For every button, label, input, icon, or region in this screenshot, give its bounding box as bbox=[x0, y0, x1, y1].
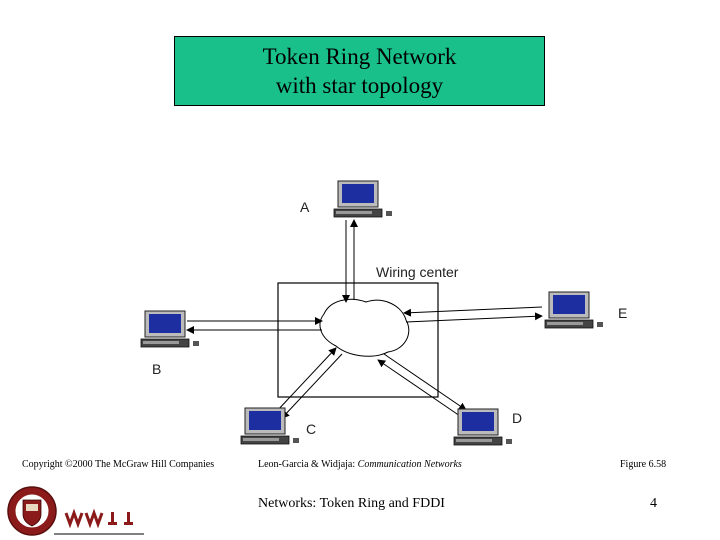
computer-b-icon bbox=[140, 310, 200, 348]
computer-a-icon bbox=[333, 180, 393, 218]
citation-authors: Leon-Garcia & Widjaja: bbox=[258, 459, 358, 470]
node-label-d: D bbox=[512, 410, 522, 426]
figure-number: Figure 6.58 bbox=[620, 459, 667, 470]
node-label-e: E bbox=[618, 305, 627, 321]
computer-e-icon bbox=[544, 291, 604, 329]
node-label-b: B bbox=[152, 361, 161, 377]
citation-book: Communication Networks bbox=[357, 459, 462, 470]
slide-title-line1: Token Ring Network bbox=[262, 44, 457, 69]
citation-text: Leon-Garcia & Widjaja: Communication Net… bbox=[258, 459, 462, 470]
node-label-a: A bbox=[300, 199, 310, 215]
page-number: 4 bbox=[650, 496, 657, 511]
computer-c-icon bbox=[240, 407, 300, 445]
link-c-to-ring bbox=[275, 347, 337, 413]
wiring-center-box bbox=[277, 282, 439, 398]
copyright-text: Copyright ©2000 The McGraw Hill Companie… bbox=[22, 459, 215, 470]
link-ring-to-c bbox=[281, 353, 343, 419]
computer-d-icon bbox=[453, 408, 513, 446]
link-e-to-ring bbox=[403, 306, 543, 317]
link-d-to-ring bbox=[377, 359, 461, 417]
slide-title-line2: with star topology bbox=[275, 73, 444, 98]
footer-section-title: Networks: Token Ring and FDDI bbox=[258, 496, 445, 511]
ring-loop bbox=[319, 298, 410, 357]
link-ring-to-e bbox=[405, 312, 543, 323]
wiring-center-label: Wiring center bbox=[376, 264, 459, 280]
university-logo-icon bbox=[7, 486, 144, 536]
node-label-c: C bbox=[306, 421, 316, 437]
link-ring-to-d bbox=[383, 353, 467, 411]
slide-title-box: Token Ring Network with star topology bbox=[174, 36, 545, 106]
